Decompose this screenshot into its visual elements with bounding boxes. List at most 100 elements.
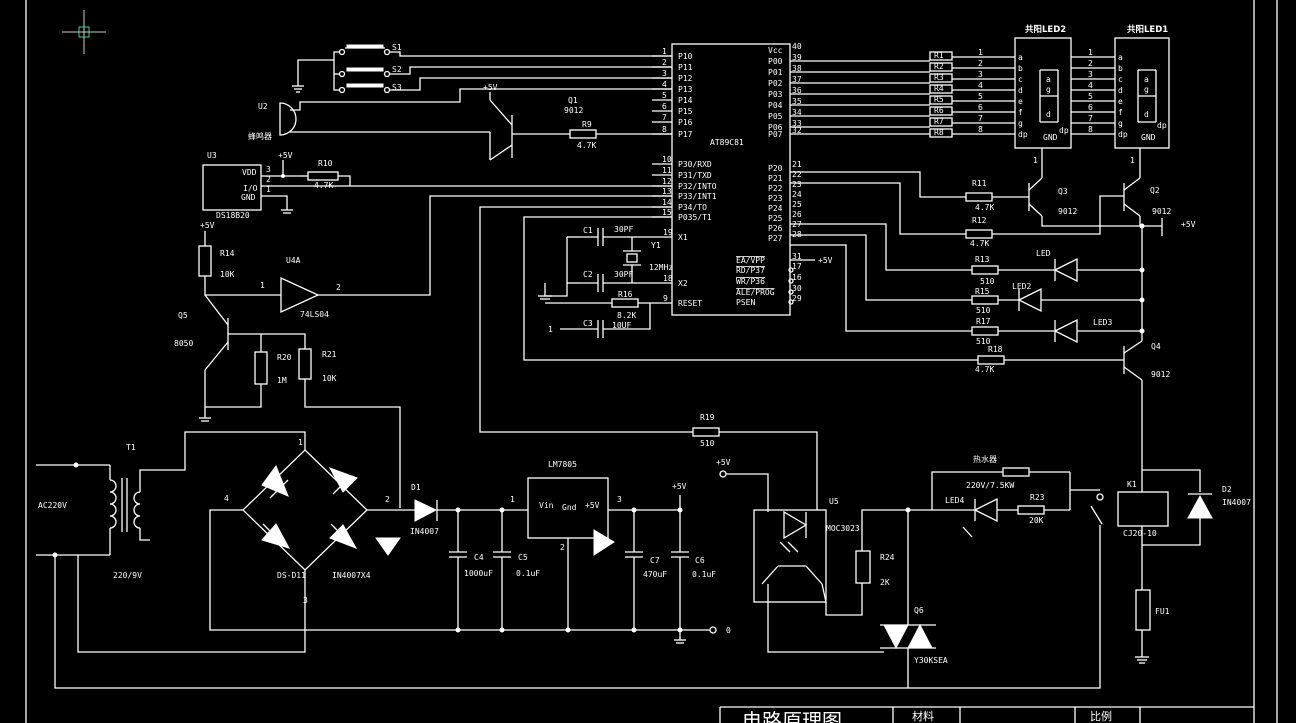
mcu-left-pin-name: X1 (678, 233, 688, 242)
led1-glyph-dp: dp (1157, 121, 1167, 130)
r11-value: 4.7K (975, 203, 994, 212)
r18-ref: R18 (988, 345, 1003, 354)
c5-value: 0.1uF (516, 569, 540, 578)
mcu-right-pin-name: P03 (768, 90, 783, 99)
led2-glyph-g: g (1046, 85, 1051, 94)
switch-s1-label: S1 (392, 43, 402, 52)
driver-section: R11 4.7K R12 4.7K Q3 9012 Q2 9012 +5V R1… (790, 148, 1196, 470)
mcu-right-pin-name: P27 (768, 234, 783, 243)
u4a-ref: U4A (286, 256, 301, 265)
bridge-pin-3: 3 (303, 596, 308, 605)
mcu-right-pin-num: 16 (792, 273, 802, 282)
seg-letter: e (1118, 97, 1123, 106)
mcu-left-pin-num: 14 (662, 198, 672, 207)
crosshair-cursor-icon (62, 10, 106, 54)
k1-part: CJ20-10 (1123, 529, 1157, 538)
seg-resistor-ref: R1 (934, 51, 944, 60)
mcu-right-pin-num: 39 (792, 53, 802, 62)
seg-letter: dp (1018, 130, 1028, 139)
mcu-right-pin-name: P20 (768, 164, 783, 173)
t1-ref: T1 (126, 443, 136, 452)
r18-value: 4.7K (975, 365, 994, 374)
title-block-material: 材料 (912, 709, 934, 723)
seg-letter: d (1118, 86, 1123, 95)
mcu-left-pin-num: 6 (662, 102, 667, 111)
r16-ref: R16 (618, 290, 633, 299)
mcu-right-pin-name: P07 (768, 130, 783, 139)
mcu-left-pin-num: 13 (662, 187, 672, 196)
u5-supply: +5V (716, 458, 731, 467)
q4-ref: Q4 (1151, 342, 1161, 351)
q3-ref: Q3 (1058, 187, 1068, 196)
u3-ref: U3 (207, 151, 217, 160)
u5-part: MOC3023 (826, 524, 860, 533)
bridge-ref: DS-D11 (277, 571, 306, 580)
mcu-right-pin-name: P22 (768, 184, 783, 193)
q3-part: 9012 (1058, 207, 1077, 216)
u3-ds18b20: U3 DS18B20 VDD I/O GND 3 2 1 +5V R10 4.7… (202, 151, 672, 220)
u3-pin-io: I/O (243, 184, 258, 193)
seg-resistor-ref: R5 (934, 95, 944, 104)
seg-resistor (929, 106, 953, 116)
mcu-left-pin-num: 7 (662, 113, 667, 122)
power-zero: 0 (726, 626, 731, 635)
mcu-left-pin-name: P30/RXD (678, 160, 712, 169)
c6-ref: C6 (695, 556, 705, 565)
r19-ref: R19 (700, 413, 715, 422)
crystal-ref: Y1 (651, 241, 661, 250)
k1-ref: K1 (1127, 480, 1137, 489)
mcu-right-pin-num: 34 (792, 108, 802, 117)
reg-vout: +5V (585, 501, 600, 510)
mcu-left-pin-name: X2 (678, 279, 688, 288)
seg-letter: e (1018, 97, 1023, 106)
seg-letter: g (1118, 119, 1123, 128)
led4-ref: LED4 (945, 496, 964, 505)
bridge-pin-2: 2 (385, 495, 390, 504)
mcu-right-pin-num: 38 (792, 64, 802, 73)
seg-resistor (929, 84, 953, 94)
led-label-1: LED (1036, 249, 1051, 258)
q1-part: 9012 (564, 106, 583, 115)
seg-pin-num: 1 (1088, 48, 1093, 57)
u3-pin-num-3: 3 (266, 165, 271, 174)
u4a-part: 74LS04 (300, 310, 329, 319)
r20-value: 1M (277, 376, 287, 385)
mcu-right-pin-name: P01 (768, 68, 783, 77)
seg-pin-num: 7 (1088, 114, 1093, 123)
mcu-left-pin-num: 4 (662, 80, 667, 89)
mcu-right-pin-num: 23 (792, 180, 802, 189)
q4-part: 9012 (1151, 370, 1170, 379)
mcu-right-pin-name: P02 (768, 79, 783, 88)
r17-value: 510 (976, 337, 991, 346)
seg-resistor-ref: R2 (934, 62, 944, 71)
u3-pin-num-2: 2 (266, 175, 271, 184)
led1-glyph-a: a (1144, 75, 1149, 84)
led2-gnd: GND (1043, 133, 1058, 142)
r24-value: 2K (880, 578, 890, 587)
seg-pin-num: 2 (978, 59, 983, 68)
drawing-frame: 电路原理图 材料 比例 (25, 0, 1278, 723)
c5-ref: C5 (518, 553, 528, 562)
seg-pin-num: 2 (1088, 59, 1093, 68)
heater-rating: 220V/7.5KW (966, 481, 1014, 490)
mcu-left-pin-name: P33/INT1 (678, 192, 717, 201)
mcu-right-pin-num: 22 (792, 170, 802, 179)
reg-pin3: 3 (617, 495, 622, 504)
mcu-right-pin-num: 36 (792, 86, 802, 95)
r20-ref: R20 (277, 353, 292, 362)
mcu-left-pin-name: P13 (678, 85, 693, 94)
c6-value: 0.1uF (692, 570, 716, 579)
c7-value: 470uF (643, 570, 667, 579)
mcu-right-pin-num: 26 (792, 210, 802, 219)
r14-supply: +5V (200, 221, 215, 230)
mcu-nc-pin (788, 289, 794, 295)
mcu-left-pin-num: 12 (662, 177, 672, 186)
power-out: +5V (672, 482, 687, 491)
c1-ref: C1 (583, 226, 593, 235)
seg-letter: b (1118, 64, 1123, 73)
mcu-right-pin-name: WR/P36 (736, 277, 765, 286)
reg-pin2: 2 (560, 543, 565, 552)
seg-pin-num: 7 (978, 114, 983, 123)
